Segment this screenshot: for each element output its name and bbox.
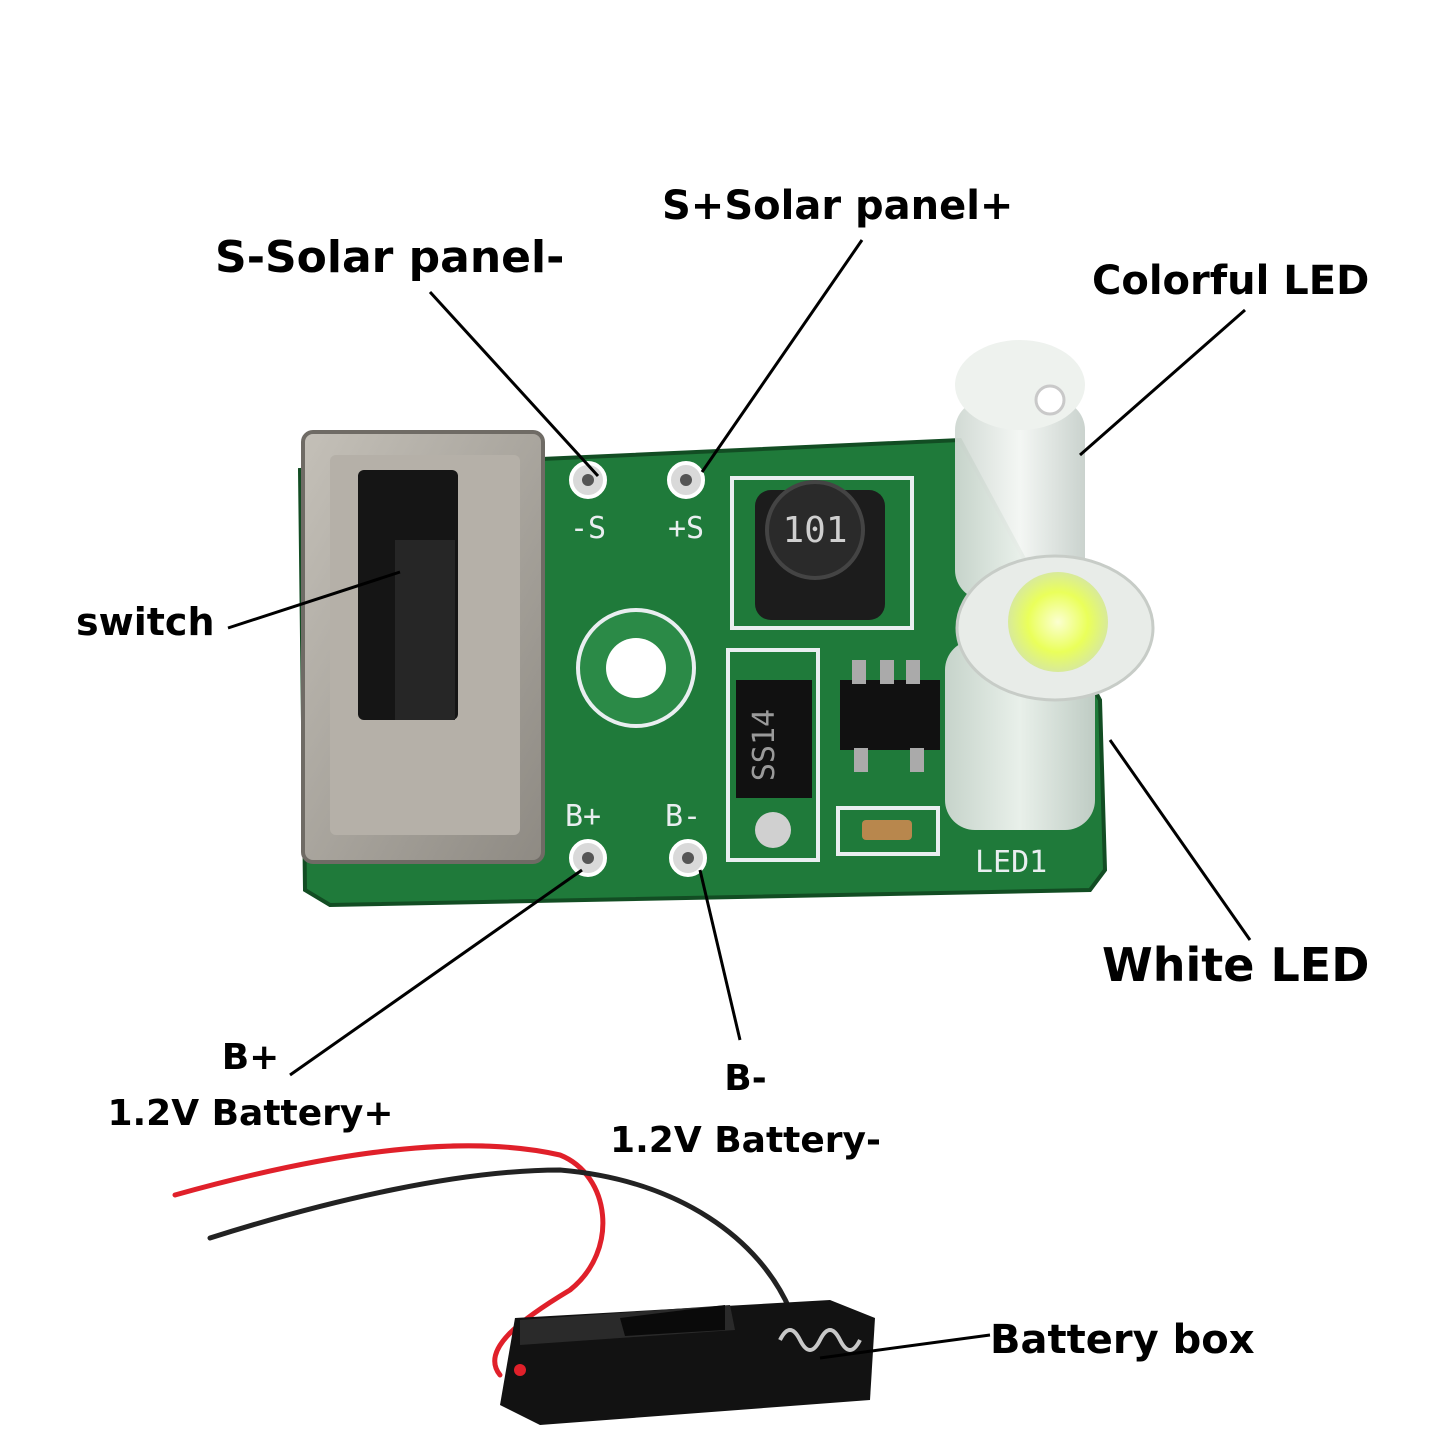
diode-marking: SS14 xyxy=(747,709,782,781)
leader-s-plus xyxy=(700,239,864,473)
silk-b-plus: B+ xyxy=(565,799,601,834)
label-battery-minus-desc: 1.2V Battery- xyxy=(610,1120,881,1161)
label-battery-box: Battery box xyxy=(990,1317,1255,1363)
white-led xyxy=(945,554,1155,830)
colorful-led xyxy=(955,340,1085,600)
leader-white-led xyxy=(1108,739,1252,941)
label-white-led: White LED xyxy=(1102,938,1370,992)
silkscreen: -S +S B+ B- LED1 xyxy=(565,511,1047,880)
label-battery-minus-pin: B- xyxy=(724,1058,767,1099)
silk-b-minus: B- xyxy=(665,799,701,834)
label-switch: switch xyxy=(76,600,215,644)
ic-chip xyxy=(840,680,940,750)
leader-lines xyxy=(227,239,1252,1360)
resistor xyxy=(862,820,912,840)
battery-spring xyxy=(778,1328,862,1352)
silk-s-minus: -S xyxy=(570,511,606,546)
battery-box xyxy=(500,1300,875,1425)
slide-switch xyxy=(301,430,545,864)
label-solar-plus: S+Solar panel+ xyxy=(662,183,1014,229)
inductor: 101 xyxy=(730,476,914,630)
label-battery-minus: B- 1.2V Battery- xyxy=(598,1048,893,1172)
silk-led1: LED1 xyxy=(975,845,1047,880)
silk-s-plus: +S xyxy=(668,511,704,546)
diode: SS14 xyxy=(726,648,820,862)
solder-pads xyxy=(569,461,707,877)
leader-colorful-led xyxy=(1079,308,1246,457)
inductor-marking: 101 xyxy=(782,510,847,551)
leader-s-minus xyxy=(428,290,600,478)
label-colorful-led: Colorful LED xyxy=(1092,258,1370,304)
leader-b-minus xyxy=(698,869,742,1041)
label-battery-plus: B+ 1.2V Battery+ xyxy=(98,1030,403,1142)
label-solar-minus: S-Solar panel- xyxy=(215,232,565,283)
leader-battery-box xyxy=(819,1333,991,1360)
label-battery-plus-pin: B+ xyxy=(221,1037,280,1078)
leader-b-plus xyxy=(289,868,583,1077)
leader-switch xyxy=(227,570,401,630)
label-battery-plus-desc: 1.2V Battery+ xyxy=(107,1093,394,1134)
resistor-outline xyxy=(836,806,940,856)
